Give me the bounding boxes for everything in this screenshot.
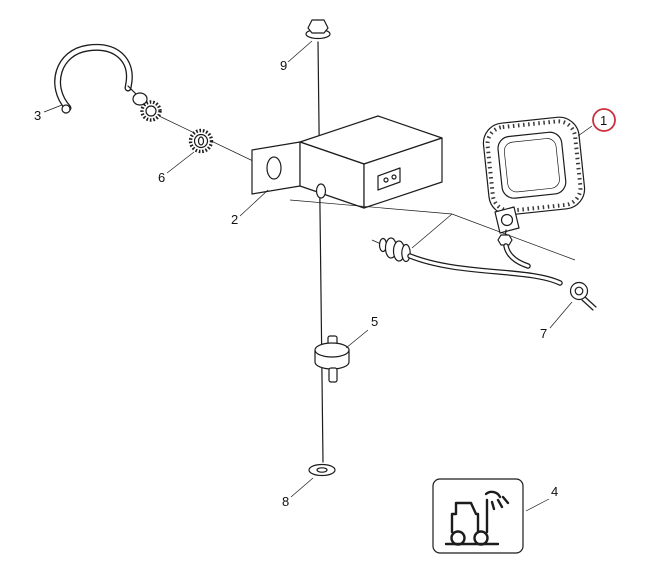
clip-ring-inner [574,286,584,296]
callout-4: 4 [551,484,558,499]
hose-tube-core [55,45,132,111]
fitting-hub [145,105,157,117]
callout-9-leader [287,40,313,63]
shower-head [484,490,502,499]
callout-5: 5 [371,314,378,329]
truck-wash-icon [444,490,510,546]
bracket-slot [315,183,327,199]
callout-3: 3 [34,108,41,123]
hose-end-cap [61,104,71,114]
truck-body [450,501,480,534]
lamp-lens-frame [497,131,567,199]
gear-body [193,133,209,149]
callout-7-leader [549,301,573,329]
hose-part [54,43,162,122]
lamp-mount-foot [494,206,520,246]
cable-drop-core [504,244,530,268]
callout-1-leader [577,125,593,137]
lamp-lens [503,138,560,193]
callout-4-leader [525,498,550,512]
callout-7: 7 [540,326,547,341]
fitting-collar [132,92,148,106]
center-rod-line [317,41,324,463]
spacer-bottom-stub [328,367,338,383]
lamp-housing-ribs [485,119,583,213]
bracket-detail-plate [377,167,401,191]
washer-part [308,463,336,477]
phantom-plane-lines [289,199,576,261]
callout-6: 6 [158,170,165,185]
cable-clip-part [569,281,597,311]
cable-run-core [408,254,562,285]
gear-bore [197,136,205,146]
highlight-circle [592,108,616,132]
flange-nut-part [305,19,331,40]
nut-hex [307,19,329,34]
washer-hole [316,467,328,473]
callout-9: 9 [280,58,287,73]
cable-plug-part [371,237,411,263]
gear-ring-part [188,128,214,154]
work-lamp-part [482,116,586,216]
callout-5-leader [345,329,369,349]
bracket-detail-hole-1 [383,177,389,183]
callout-8: 8 [282,494,289,509]
bracket-right-face [363,137,443,209]
clip-strap [581,296,597,311]
lamp-foot-hole [500,213,514,227]
callout-1: 1 [600,113,607,128]
spray-lines [490,495,510,511]
callout-8-leader [290,477,314,498]
plug-ring-3 [401,243,411,263]
lamp-bolt-nut [497,234,513,246]
callout-2: 2 [231,212,238,227]
spacer-body-top [314,342,350,358]
cable-part [407,243,563,286]
spacer-part [314,335,350,383]
bracket-tab-hole [266,156,282,180]
callout-3-leader [43,104,63,113]
bracket-detail-hole-2 [391,174,397,180]
icon-box-part [432,478,524,554]
bracket-part [251,115,443,209]
callout-2-leader [239,189,269,217]
fitting-neck [127,85,138,96]
callout-6-leader [166,151,195,174]
